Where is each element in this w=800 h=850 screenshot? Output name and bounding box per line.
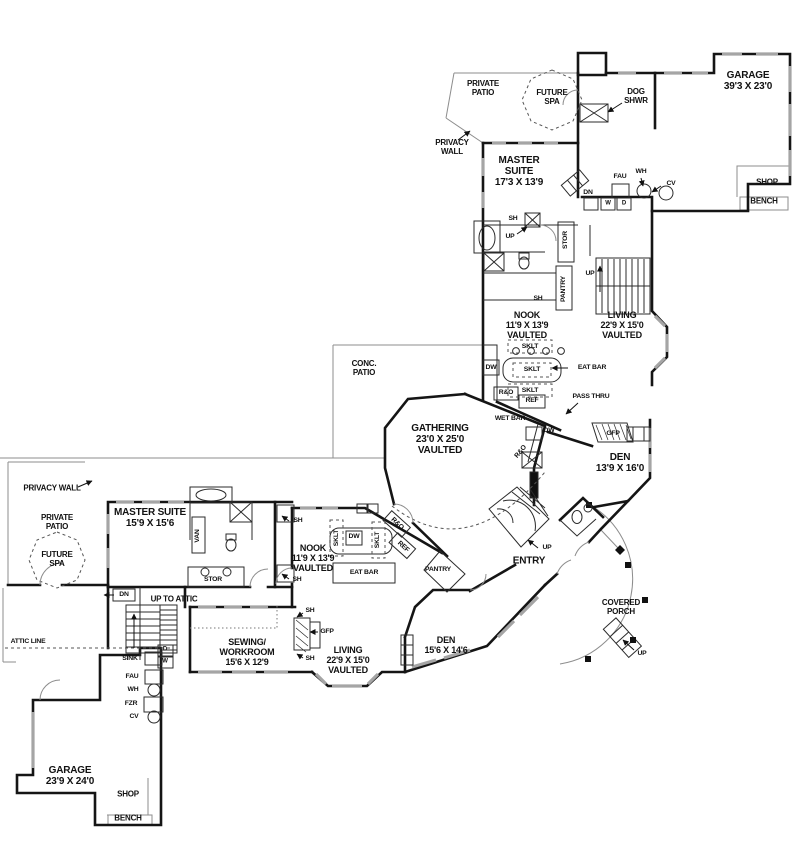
- door-swings: [39, 89, 590, 701]
- exterior-walls: [6, 51, 792, 827]
- arrows: [77, 102, 662, 660]
- interior-details: [112, 103, 674, 724]
- windows: [31, 52, 792, 768]
- porch-posts: [585, 502, 648, 662]
- covered-porch-outline: [559, 502, 648, 665]
- site-lines: [0, 72, 790, 826]
- dashed-lines: [5, 69, 583, 649]
